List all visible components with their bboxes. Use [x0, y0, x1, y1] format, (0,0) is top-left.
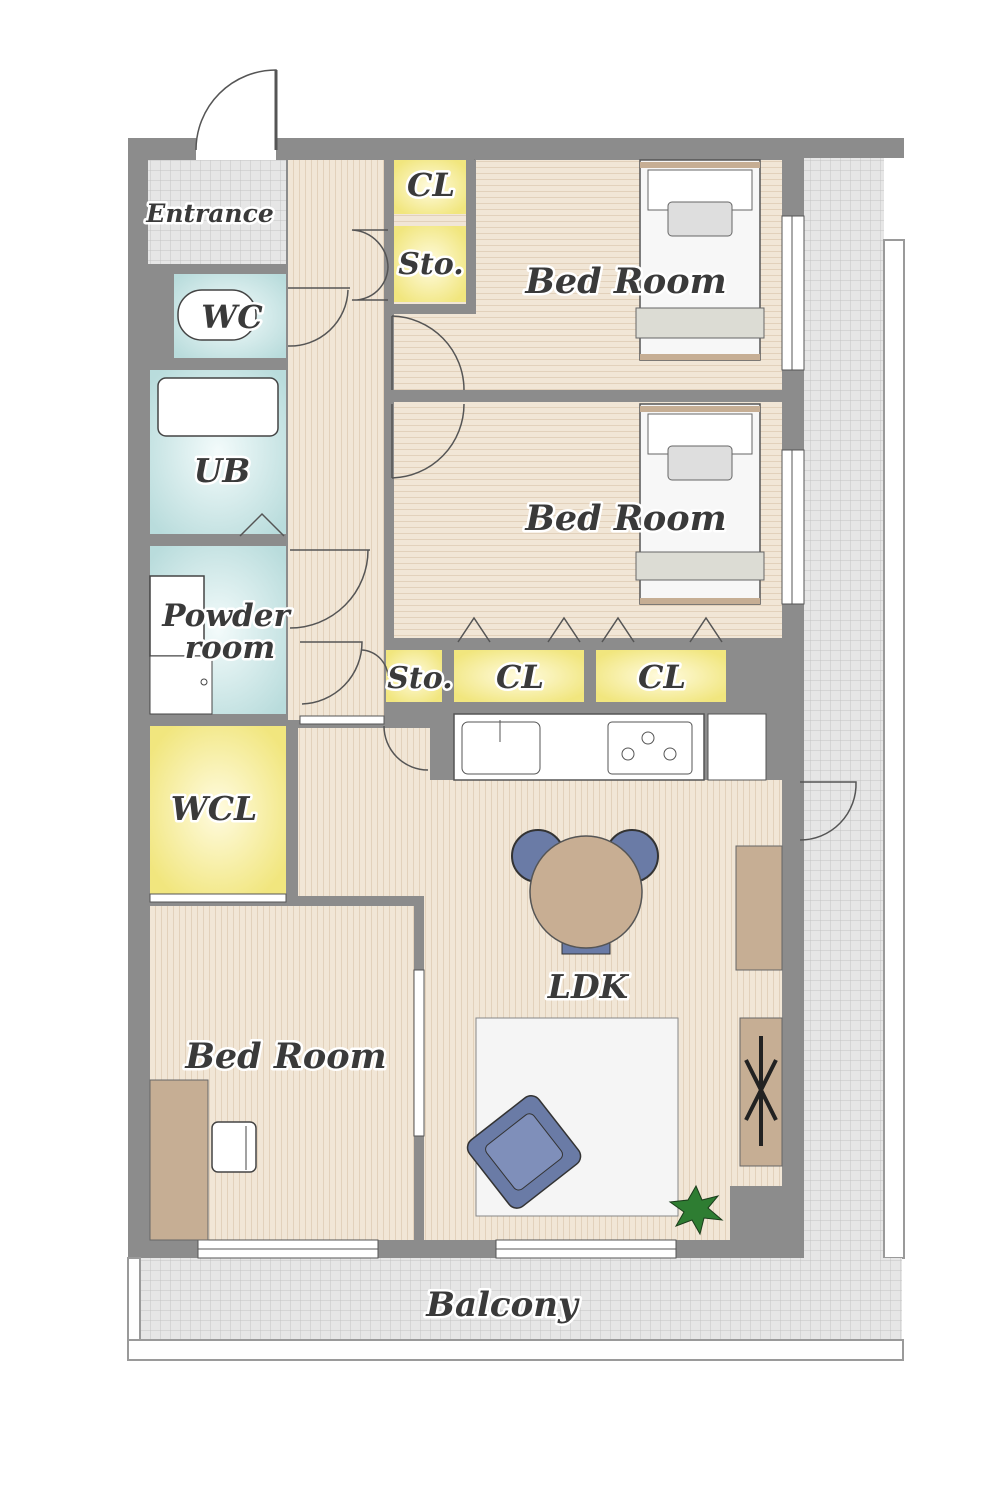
- label-ldk: LDK: [547, 967, 630, 1006]
- entrance-floor: [148, 160, 286, 264]
- label-cl-mid-1: CL: [496, 658, 544, 696]
- label-bed-room-3: Bed Room: [184, 1036, 386, 1077]
- drain-icon: [200, 678, 208, 686]
- ldk-door-swing: [383, 725, 429, 771]
- powder-door-swing: [289, 549, 370, 629]
- toilet-icon: [177, 289, 257, 341]
- wcl-door: [149, 893, 287, 903]
- label-balcony: Balcony: [425, 1285, 580, 1325]
- bed-1-wall-nib: [466, 160, 476, 314]
- balcony-left-edge: [127, 1257, 141, 1341]
- label-ub: UB: [194, 451, 251, 490]
- sto-mid-door-swing: [361, 649, 389, 677]
- balcony-rail: [127, 1339, 904, 1361]
- hall-door-swing: [300, 641, 363, 705]
- wc-door-swing: [287, 287, 350, 347]
- side-corridor: [804, 158, 884, 1258]
- bed-room-3-inner-window: [413, 969, 425, 1137]
- armchair: [466, 1095, 582, 1209]
- label-wc: WC: [201, 298, 263, 336]
- bed-1-window: [781, 215, 805, 371]
- bed-1: [635, 159, 765, 361]
- wall-top-right: [804, 138, 904, 158]
- balcony-floor: [140, 1258, 902, 1340]
- bed-2-window: [781, 449, 805, 605]
- hallway-floor: [288, 160, 384, 720]
- cl-top-closet-overlay: [394, 160, 466, 214]
- hall-door-threshold: [299, 715, 385, 725]
- kitchen-counter: [453, 713, 767, 781]
- label-cl-mid-2: CL: [638, 658, 686, 696]
- sto-top-door-swing: [351, 229, 389, 301]
- label-powder-room-line2: room: [185, 630, 276, 666]
- bed-room-3-window: [197, 1239, 379, 1259]
- label-sto-top: Sto.: [398, 247, 463, 282]
- bed-2-door-swing: [391, 403, 465, 479]
- bed-2: [635, 403, 765, 605]
- ldk-upper-floor: [298, 728, 430, 780]
- entrance-door-gap: [196, 138, 276, 160]
- bed-1-door-swing: [391, 315, 465, 391]
- side-table-easel: [739, 1017, 783, 1167]
- ub-door: [239, 512, 285, 537]
- label-sto-mid: Sto.: [387, 661, 452, 696]
- desk-chair: [211, 1121, 257, 1173]
- label-wcl: WCL: [171, 789, 258, 828]
- bed-2-closet-doors: [457, 616, 723, 643]
- desk: [149, 1079, 209, 1241]
- sto-top-overlay: [394, 226, 466, 302]
- ldk-side-door-swing: [799, 781, 857, 841]
- label-cl-top: CL: [407, 166, 455, 204]
- label-powder-room-line1: Powder: [161, 598, 292, 634]
- side-rail: [883, 239, 905, 1259]
- wcl-closet: [150, 726, 286, 894]
- bed-1-wall-nib-bottom: [386, 304, 476, 314]
- washer-space: [149, 655, 213, 715]
- plant-icon: [668, 1184, 724, 1236]
- cl-mid-closet-2: [596, 650, 726, 702]
- label-bed-room-1: Bed Room: [524, 261, 726, 302]
- tv-board: [735, 845, 783, 971]
- sto-mid-closet: [386, 650, 442, 702]
- bathtub-icon: [157, 377, 279, 437]
- dining-set: [511, 829, 659, 955]
- ldk-window: [495, 1239, 677, 1259]
- label-bed-room-2: Bed Room: [524, 498, 726, 539]
- label-entrance: Entrance: [145, 199, 273, 228]
- entrance-door-swing: [195, 69, 277, 151]
- cl-mid-closet-1: [454, 650, 584, 702]
